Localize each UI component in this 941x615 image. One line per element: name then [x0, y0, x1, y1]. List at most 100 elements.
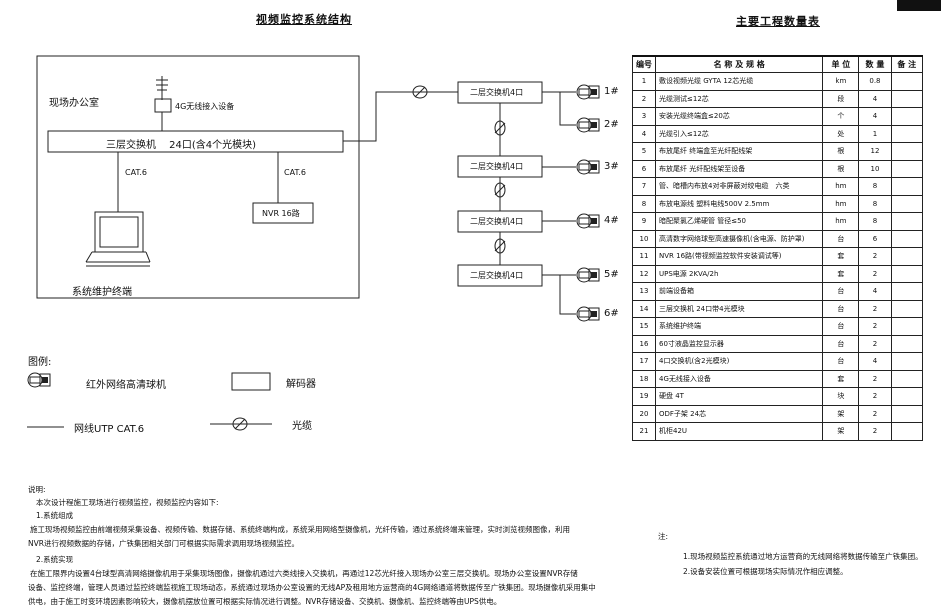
- table-header: 编号 名 称 及 规 格 单 位 数 量 备 注: [632, 55, 924, 73]
- camera-icon: [576, 267, 600, 287]
- cell: [890, 194, 924, 213]
- cell: [890, 387, 924, 406]
- cell: 段: [822, 89, 860, 108]
- cell: 块: [822, 387, 860, 406]
- cell: [890, 142, 924, 161]
- cable-label-left: CAT.6: [125, 168, 148, 177]
- cell: 布放电源线 塑料电线500V 2.5mm: [654, 194, 824, 213]
- cell: 10: [632, 229, 656, 248]
- cell: 60寸液晶监控显示器: [654, 334, 824, 353]
- camera-icon: [576, 213, 600, 233]
- cell: 4: [858, 89, 892, 108]
- cell: [890, 317, 924, 336]
- legend-title: 图例:: [28, 357, 52, 368]
- cell: 套: [822, 264, 860, 283]
- cell: [890, 264, 924, 283]
- wireless-device-label: 4G无线接入设备: [175, 102, 235, 111]
- cell: 13: [632, 282, 656, 301]
- cell: [890, 299, 924, 318]
- cell: 根: [822, 159, 860, 178]
- cell: [890, 422, 924, 441]
- remarks-line: 1.现场视频监控系统通过地方运营商的无线网络将数据传输至广铁集团。: [683, 552, 923, 561]
- cell: 8: [858, 177, 892, 196]
- cell: 台: [822, 317, 860, 336]
- cell: [890, 352, 924, 371]
- cell: hm: [822, 194, 860, 213]
- cell: 暗配聚氯乙烯硬管 管径≤50: [654, 212, 824, 231]
- cell: 0.8: [858, 72, 892, 91]
- header-cell: 数 量: [858, 55, 892, 73]
- cell: 14: [632, 299, 656, 318]
- cell: 17: [632, 352, 656, 371]
- cell: [890, 72, 924, 91]
- terminal-label: 系统维护终端: [72, 287, 132, 298]
- cell: [890, 404, 924, 423]
- cell: 2: [632, 89, 656, 108]
- cell: 2: [858, 404, 892, 423]
- cell: 布放尾纤 光纤配线架至设备: [654, 159, 824, 178]
- header-cell: 编号: [632, 55, 656, 73]
- camera-label-2: 2#: [604, 119, 619, 130]
- cell: 7: [632, 177, 656, 196]
- cell: 4: [858, 107, 892, 126]
- legend-utp: 网线UTP CAT.6: [74, 424, 145, 435]
- notes-line: 本次设计程施工现场进行视频监控，视频监控内容如下:: [36, 498, 219, 507]
- cell: 光缆测试≤12芯: [654, 89, 824, 108]
- cell: 套: [822, 247, 860, 266]
- cell: NVR 16路(带视频监控软件安装调试等): [654, 247, 824, 266]
- cell: 4口交换机(含2光模块): [654, 352, 824, 371]
- cell: 1: [858, 124, 892, 143]
- cell: 台: [822, 299, 860, 318]
- cell: [890, 177, 924, 196]
- cell: 敷设视频光缆 GYTA 12芯光缆: [654, 72, 824, 91]
- cell: 11: [632, 247, 656, 266]
- camera-label-6: 6#: [604, 308, 619, 319]
- switch-label: 二层交换机4口: [470, 271, 524, 280]
- cell: [890, 282, 924, 301]
- camera-icon: [576, 117, 600, 137]
- cell: 三层交换机 24口带4光模块: [654, 299, 824, 318]
- cell: UPS电源 2KVA/2h: [654, 264, 824, 283]
- cell: 台: [822, 352, 860, 371]
- cell: 套: [822, 369, 860, 388]
- cell: 15: [632, 317, 656, 336]
- camera-icon: [27, 372, 51, 392]
- nvr-label: NVR 16路: [262, 209, 300, 218]
- switch-label: 二层交换机4口: [470, 162, 524, 171]
- cell: 处: [822, 124, 860, 143]
- camera-label-5: 5#: [604, 269, 619, 280]
- cell: 架: [822, 404, 860, 423]
- cell: 2: [858, 334, 892, 353]
- cell: 2: [858, 387, 892, 406]
- switch-label: 二层交换机4口: [470, 88, 524, 97]
- cell: [890, 107, 924, 126]
- cell: 光缆引入≤12芯: [654, 124, 824, 143]
- cell: 布放尾纤 终端盒至光纤配线架: [654, 142, 824, 161]
- legend-fiber: 光缆: [292, 421, 312, 432]
- cell: 19: [632, 387, 656, 406]
- cell: hm: [822, 212, 860, 231]
- cell: [890, 124, 924, 143]
- cell: [890, 229, 924, 248]
- cell: 2: [858, 369, 892, 388]
- remarks-line: 2.设备安装位置可根据现场实际情况作相应调整。: [683, 567, 848, 576]
- remarks-heading: 注:: [658, 532, 669, 541]
- office-label: 现场办公室: [49, 98, 99, 109]
- camera-label-1: 1#: [604, 86, 619, 97]
- cell: 9: [632, 212, 656, 231]
- cell: [890, 89, 924, 108]
- cell: 6: [858, 229, 892, 248]
- cell: 系统维护终端: [654, 317, 824, 336]
